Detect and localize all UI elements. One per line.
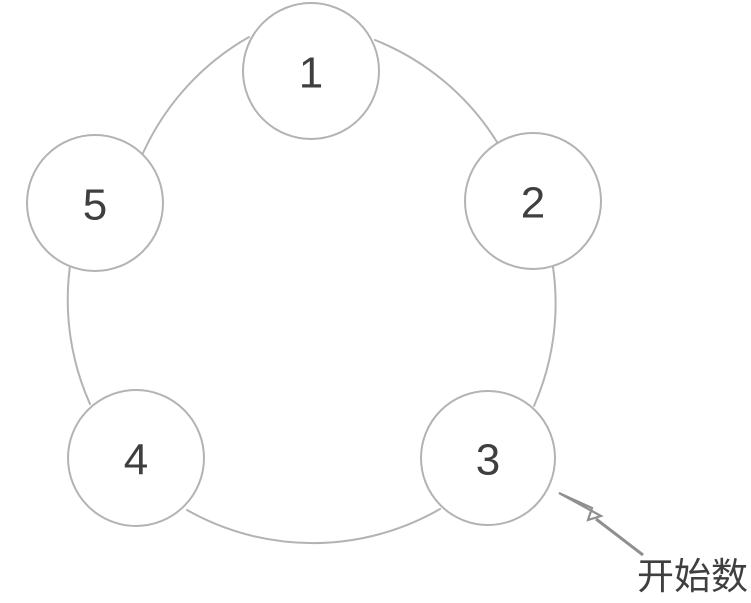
node-4-label: 4 [124, 436, 148, 485]
arrow-shaft [595, 517, 644, 557]
arc-node3-node4 [186, 508, 441, 545]
node-2[interactable] [464, 132, 602, 270]
node-1-circle[interactable] [242, 2, 380, 140]
node-2-label: 2 [521, 179, 545, 228]
arc-node4-node5 [66, 265, 91, 405]
node-1-label: 1 [299, 49, 323, 98]
arc-node2-node3 [533, 266, 557, 407]
node-1[interactable] [242, 2, 380, 140]
start-pointer-arrow [558, 491, 644, 557]
ring-arc-group [66, 36, 557, 545]
node-3-circle[interactable] [420, 390, 556, 526]
start-number-annotation: 开始数 [637, 555, 748, 598]
node-3-label: 3 [476, 436, 500, 485]
node-3[interactable] [420, 390, 556, 526]
arrow-head-icon [558, 491, 604, 522]
node-4-circle[interactable] [67, 389, 205, 527]
node-5-circle[interactable] [26, 134, 164, 272]
arc-node1-node2 [374, 39, 498, 143]
node-5[interactable] [26, 134, 164, 272]
node-2-circle[interactable] [464, 132, 602, 270]
node-5-label: 5 [83, 181, 107, 230]
arc-node5-node1 [142, 36, 250, 154]
node-4[interactable] [67, 389, 205, 527]
